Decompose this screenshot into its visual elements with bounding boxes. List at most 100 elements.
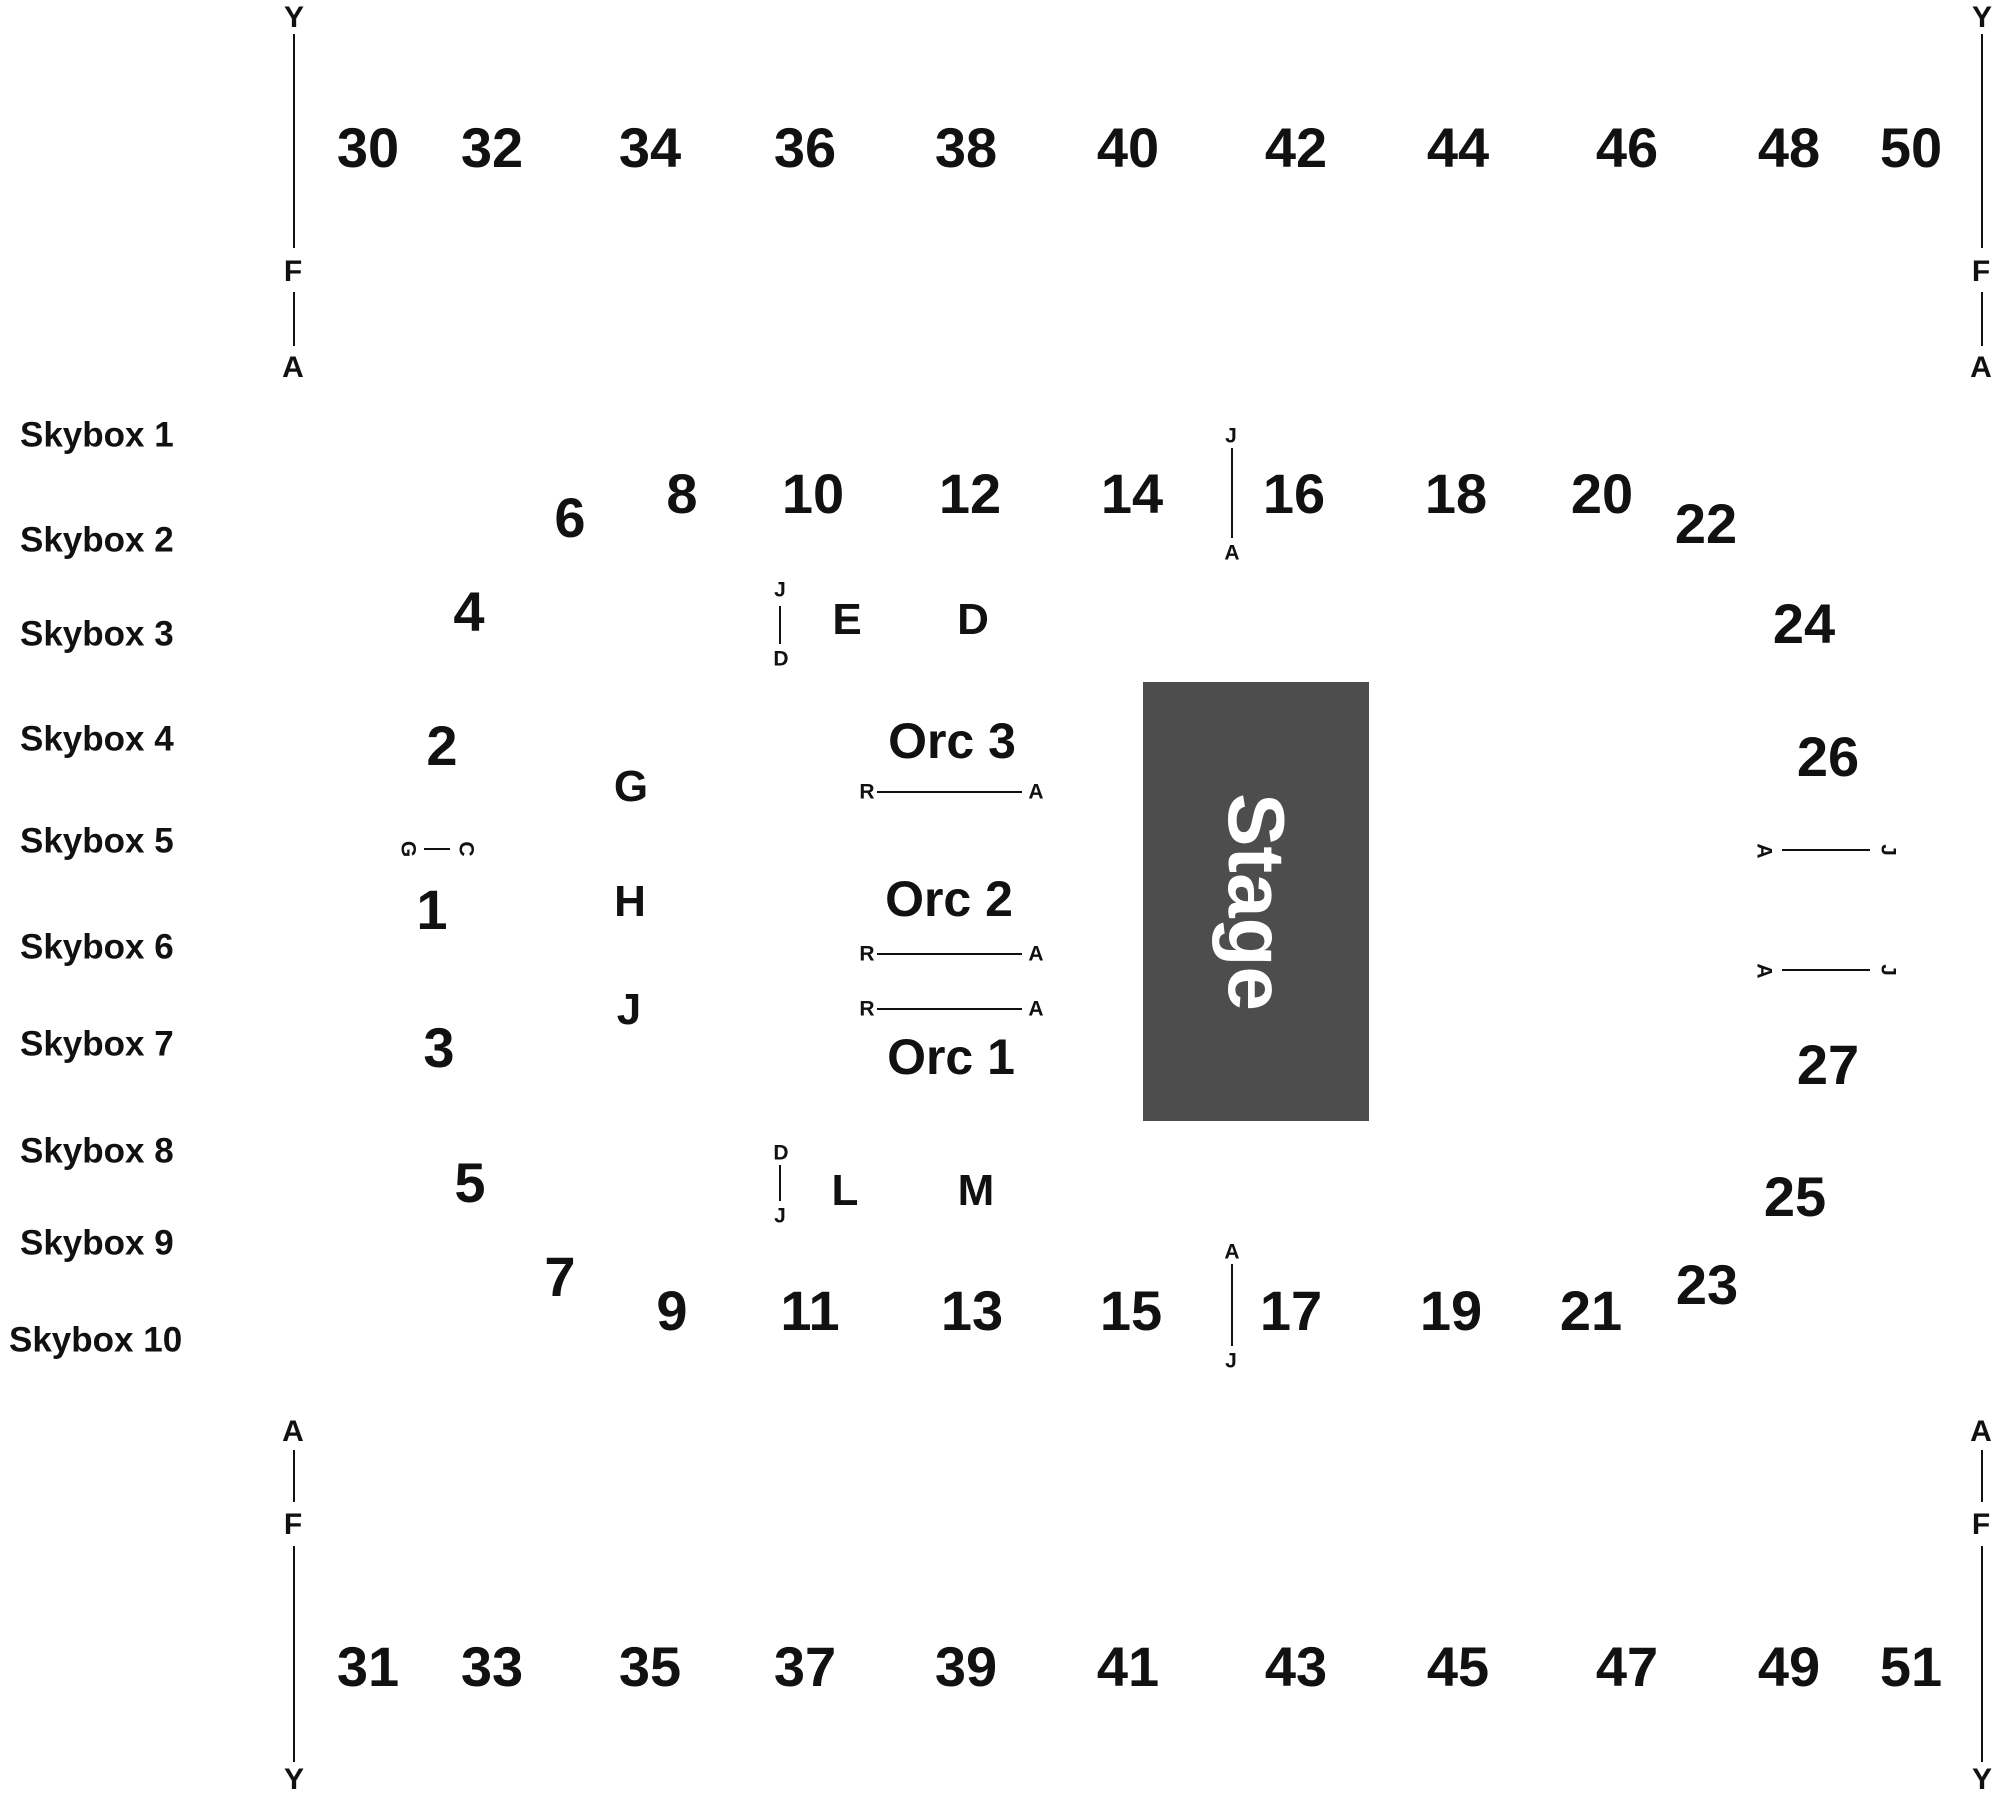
row-marker-a: A: [282, 351, 304, 384]
row-marker-c: C: [454, 841, 478, 857]
section-7[interactable]: 7: [544, 1245, 576, 1308]
section-m[interactable]: M: [957, 1166, 995, 1215]
skybox-4[interactable]: Skybox 4: [20, 719, 174, 759]
section-17[interactable]: 17: [1259, 1279, 1323, 1342]
section-34[interactable]: 34: [618, 116, 682, 179]
row-marker-j: J: [1876, 844, 1900, 856]
row-marker-a: A: [1028, 780, 1044, 804]
section-16[interactable]: 16: [1262, 462, 1326, 525]
section-4[interactable]: 4: [453, 580, 485, 643]
row-marker-f: F: [1971, 255, 1991, 288]
section-41[interactable]: 41: [1096, 1635, 1160, 1698]
section-h[interactable]: H: [614, 877, 646, 926]
section-g[interactable]: G: [613, 762, 649, 811]
section-44[interactable]: 44: [1426, 116, 1490, 179]
row-marker-f: F: [1971, 1508, 1991, 1541]
row-marker-a: A: [1028, 942, 1044, 966]
section-47[interactable]: 47: [1595, 1635, 1659, 1698]
section-46[interactable]: 46: [1595, 116, 1659, 179]
row-marker-g: G: [396, 840, 420, 858]
skybox-3[interactable]: Skybox 3: [20, 614, 174, 654]
row-marker-a: A: [1224, 1240, 1240, 1264]
section-d[interactable]: D: [957, 595, 989, 644]
section-3[interactable]: 3: [423, 1016, 455, 1079]
section-10[interactable]: 10: [781, 462, 845, 525]
section-24[interactable]: 24: [1772, 592, 1836, 655]
row-marker-y: Y: [1971, 1763, 1993, 1796]
section-51[interactable]: 51: [1879, 1635, 1943, 1698]
section-orc-2[interactable]: Orc 2: [885, 871, 1013, 927]
row-marker-a: A: [282, 1415, 304, 1448]
section-35[interactable]: 35: [618, 1635, 682, 1698]
section-45[interactable]: 45: [1426, 1635, 1490, 1698]
section-14[interactable]: 14: [1100, 462, 1164, 525]
section-2[interactable]: 2: [426, 714, 458, 777]
section-j[interactable]: J: [616, 985, 642, 1034]
section-22[interactable]: 22: [1674, 492, 1738, 555]
section-26[interactable]: 26: [1796, 725, 1860, 788]
section-1[interactable]: 1: [416, 878, 448, 941]
row-marker-d: D: [773, 1141, 789, 1165]
row-marker-a: A: [1752, 963, 1776, 979]
section-19[interactable]: 19: [1419, 1279, 1483, 1342]
section-50[interactable]: 50: [1879, 116, 1943, 179]
section-8[interactable]: 8: [666, 462, 698, 525]
row-marker-j: J: [1225, 424, 1237, 448]
section-23[interactable]: 23: [1675, 1253, 1739, 1316]
skybox-8[interactable]: Skybox 8: [20, 1131, 174, 1171]
section-20[interactable]: 20: [1570, 462, 1634, 525]
row-marker-f: F: [283, 1508, 303, 1541]
section-orc-3[interactable]: Orc 3: [888, 713, 1016, 769]
section-21[interactable]: 21: [1559, 1279, 1623, 1342]
skybox-6[interactable]: Skybox 6: [20, 927, 174, 967]
row-marker-a: A: [1752, 843, 1776, 859]
section-49[interactable]: 49: [1757, 1635, 1821, 1698]
section-33[interactable]: 33: [460, 1635, 524, 1698]
section-39[interactable]: 39: [934, 1635, 998, 1698]
section-12[interactable]: 12: [938, 462, 1002, 525]
section-l[interactable]: L: [831, 1166, 859, 1215]
section-25[interactable]: 25: [1763, 1165, 1827, 1228]
row-marker-y: Y: [1971, 1, 1993, 34]
section-13[interactable]: 13: [940, 1279, 1004, 1342]
skybox-10[interactable]: Skybox 10: [9, 1320, 183, 1360]
section-e[interactable]: E: [832, 595, 862, 644]
stage-label: Stage: [1212, 792, 1301, 1011]
stage[interactable]: Stage: [1143, 682, 1369, 1121]
section-orc-1[interactable]: Orc 1: [887, 1029, 1015, 1085]
row-marker-a: A: [1970, 1415, 1992, 1448]
section-48[interactable]: 48: [1757, 116, 1821, 179]
skybox-7[interactable]: Skybox 7: [20, 1024, 174, 1064]
section-5[interactable]: 5: [454, 1151, 486, 1214]
section-27[interactable]: 27: [1796, 1033, 1860, 1096]
row-marker-a: A: [1970, 351, 1992, 384]
section-9[interactable]: 9: [656, 1279, 688, 1342]
section-37[interactable]: 37: [773, 1635, 837, 1698]
section-18[interactable]: 18: [1424, 462, 1488, 525]
row-marker-j: J: [1876, 964, 1900, 976]
skybox-5[interactable]: Skybox 5: [20, 821, 174, 861]
row-marker-j: J: [774, 578, 786, 602]
row-marker-j: J: [1225, 1349, 1237, 1373]
row-marker-f: F: [283, 255, 303, 288]
row-marker-a: A: [1028, 997, 1044, 1021]
section-36[interactable]: 36: [773, 116, 837, 179]
section-15[interactable]: 15: [1099, 1279, 1163, 1342]
section-43[interactable]: 43: [1264, 1635, 1328, 1698]
section-32[interactable]: 32: [460, 116, 524, 179]
section-40[interactable]: 40: [1096, 116, 1160, 179]
section-42[interactable]: 42: [1264, 116, 1328, 179]
row-marker-d: D: [773, 647, 789, 671]
skybox-2[interactable]: Skybox 2: [20, 520, 174, 560]
row-marker-r: R: [859, 942, 875, 966]
skybox-1[interactable]: Skybox 1: [20, 415, 174, 455]
section-6[interactable]: 6: [554, 486, 586, 549]
section-38[interactable]: 38: [934, 116, 998, 179]
skybox-9[interactable]: Skybox 9: [20, 1223, 174, 1263]
section-11[interactable]: 11: [780, 1279, 840, 1342]
section-31[interactable]: 31: [336, 1635, 400, 1698]
section-30[interactable]: 30: [336, 116, 400, 179]
row-marker-r: R: [859, 997, 875, 1021]
